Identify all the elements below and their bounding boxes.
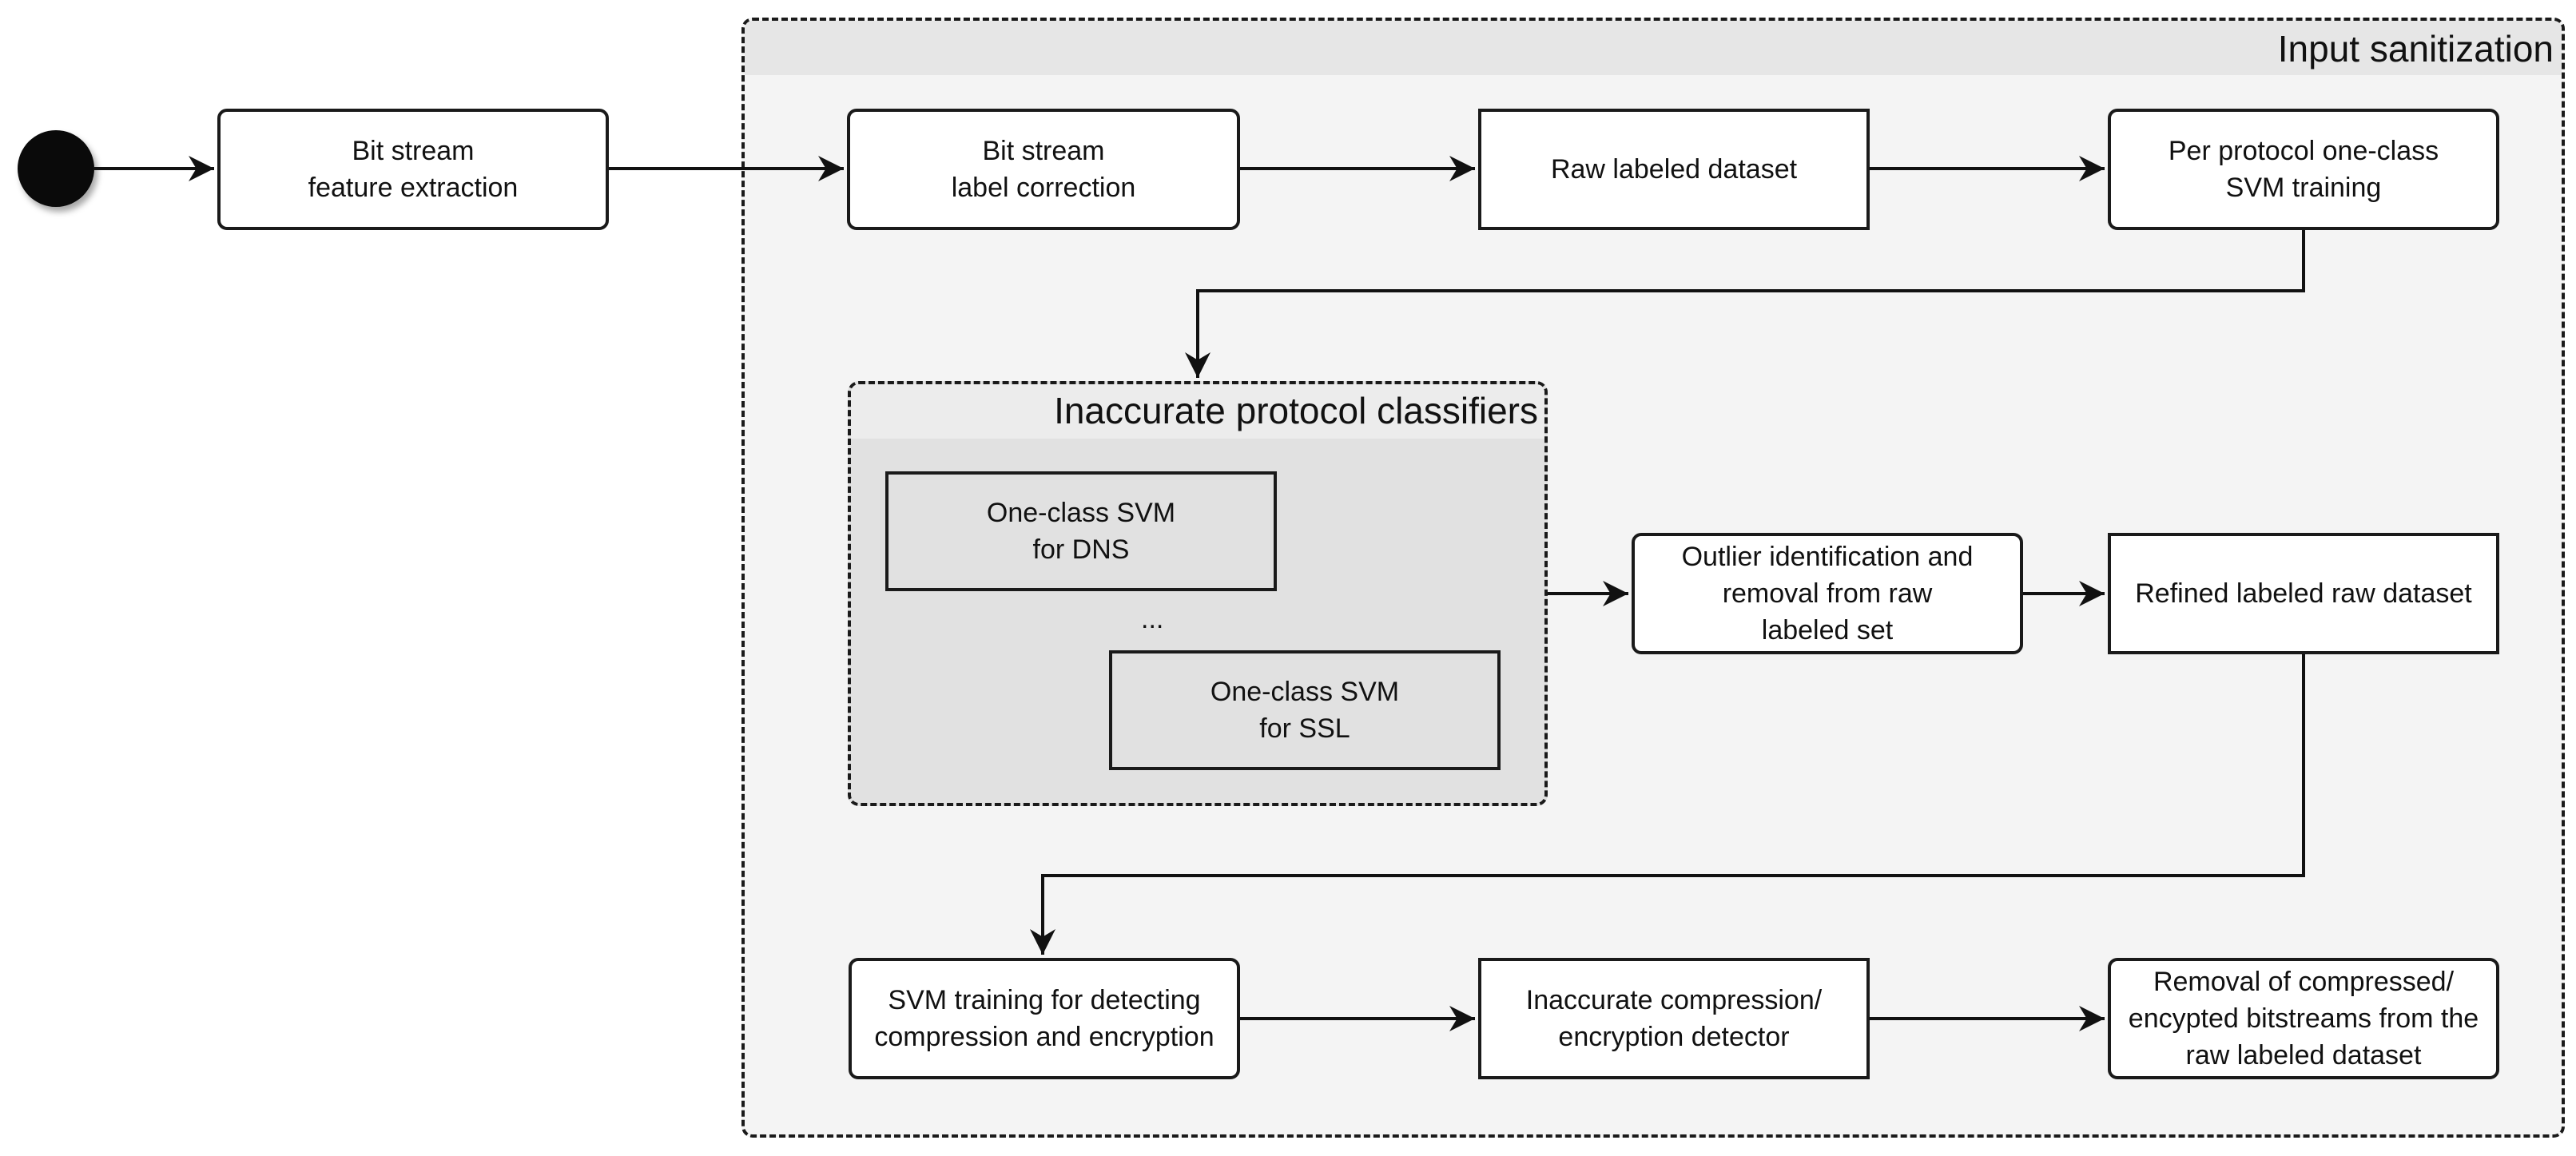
outlier-removal-box: Outlier identification and removal from … — [1632, 533, 2023, 654]
input-sanitization-title-band — [745, 21, 2562, 75]
refined-dataset-box: Refined labeled raw dataset — [2108, 533, 2499, 654]
compression-detector-box: Inaccurate compression/ encryption detec… — [1478, 958, 1870, 1079]
protocol-classifiers-title-band — [851, 384, 1544, 439]
raw-labeled-dataset-box: Raw labeled dataset — [1478, 109, 1870, 230]
ssl-classifier-box: One-class SVM for SSL — [1109, 650, 1501, 770]
protocol-classifiers-title: Inaccurate protocol classifiers — [1054, 390, 1538, 431]
start-node-icon — [18, 130, 94, 207]
feature-extraction-box: Bit stream feature extraction — [217, 109, 609, 230]
arrow-refined-to-compression-training — [1030, 654, 2305, 955]
input-sanitization-title: Input sanitization — [2277, 28, 2554, 70]
svm-training-box: Per protocol one-class SVM training — [2108, 109, 2499, 230]
label-correction-box: Bit stream label correction — [847, 109, 1240, 230]
removal-compressed-box: Removal of compressed/ encypted bitstrea… — [2108, 958, 2499, 1079]
svm-compression-training-box: SVM training for detecting compression a… — [849, 958, 1240, 1079]
dns-classifier-box: One-class SVM for DNS — [885, 471, 1277, 591]
classifiers-ellipsis: ... — [1141, 604, 1164, 634]
arrow-svm-to-classifiers — [1185, 230, 2305, 378]
